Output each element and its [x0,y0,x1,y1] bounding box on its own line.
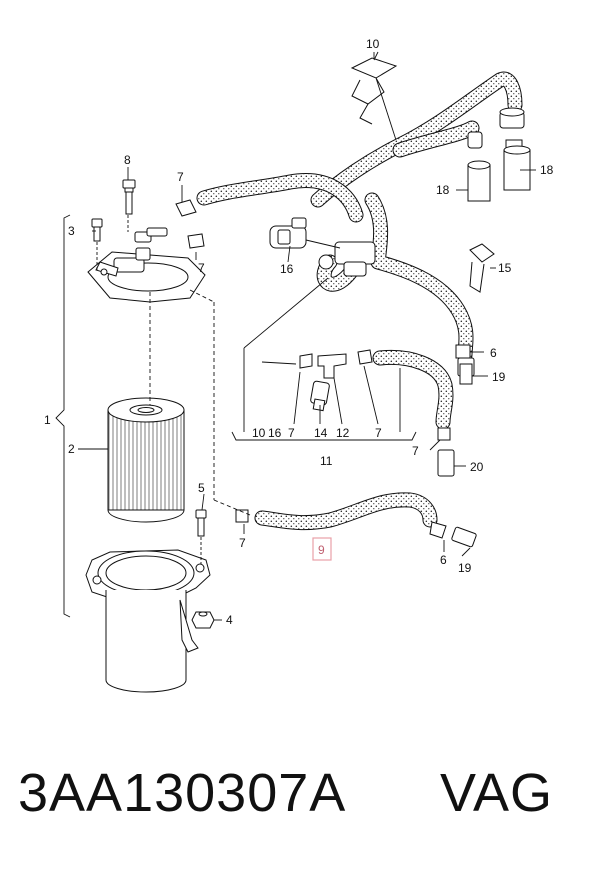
callout-9[interactable]: 9 [318,543,325,557]
callout-labels: 1 2 3 4 5 6 6 7 7 7 7 8 10 11 15 16 18 1… [44,37,554,627]
breakdown-7a: 7 [288,426,295,440]
callout-7a: 7 [177,170,184,184]
filter-housing [85,549,211,693]
bolt-5 [195,509,207,564]
callout-10: 10 [366,37,380,51]
hose-clamps [175,199,471,539]
callout-8: 8 [124,153,131,167]
tee-and-sensor [310,353,347,412]
callout-3: 3 [68,224,75,238]
end-connectors [437,357,477,548]
callout-11: 11 [320,454,333,468]
callout-5: 5 [198,481,205,495]
breakdown-10: 10 [252,426,266,440]
breakdown-12: 12 [336,426,350,440]
callout-4: 4 [226,613,233,627]
callout-16: 16 [280,262,294,276]
filter-element [107,397,185,523]
callout-leaders [78,52,536,621]
group-11-lines [231,277,417,441]
callout-1: 1 [44,413,51,427]
connector-18 [467,107,531,202]
filter-head [87,227,206,303]
group-1-bracket [55,214,71,618]
callout-2: 2 [68,442,75,456]
callout-15: 15 [498,261,512,275]
junction-block [318,241,376,277]
bracket-10 [350,51,398,141]
fuel-filter-exploded-diagram: 1 2 3 4 5 6 6 7 7 7 7 8 10 11 15 16 18 1… [44,37,554,693]
callout-20: 20 [470,460,484,474]
callout-18b: 18 [436,183,450,197]
bolt-3 [91,218,103,270]
callout-6b: 6 [440,553,447,567]
breakdown-16: 16 [268,426,282,440]
nut-4 [191,611,215,629]
breakdown-7b: 7 [375,426,382,440]
bracket-15 [469,243,495,293]
highlight-box [312,537,332,561]
callout-6a: 6 [490,346,497,360]
callout-7d: 7 [239,536,246,550]
callout-7c: 7 [412,444,419,458]
callout-18a: 18 [540,163,554,177]
bolt-8 [122,179,136,232]
callout-19a: 19 [492,370,506,384]
brand-name: VAG [440,763,554,823]
part-number: 3AA130307A [18,763,347,823]
callout-7b: 7 [198,261,205,275]
breakdown-14: 14 [314,426,328,440]
fuel-hoses [196,71,523,531]
sensor-16 [269,217,341,249]
leader-dashes [149,289,251,516]
callout-19b: 19 [458,561,472,575]
